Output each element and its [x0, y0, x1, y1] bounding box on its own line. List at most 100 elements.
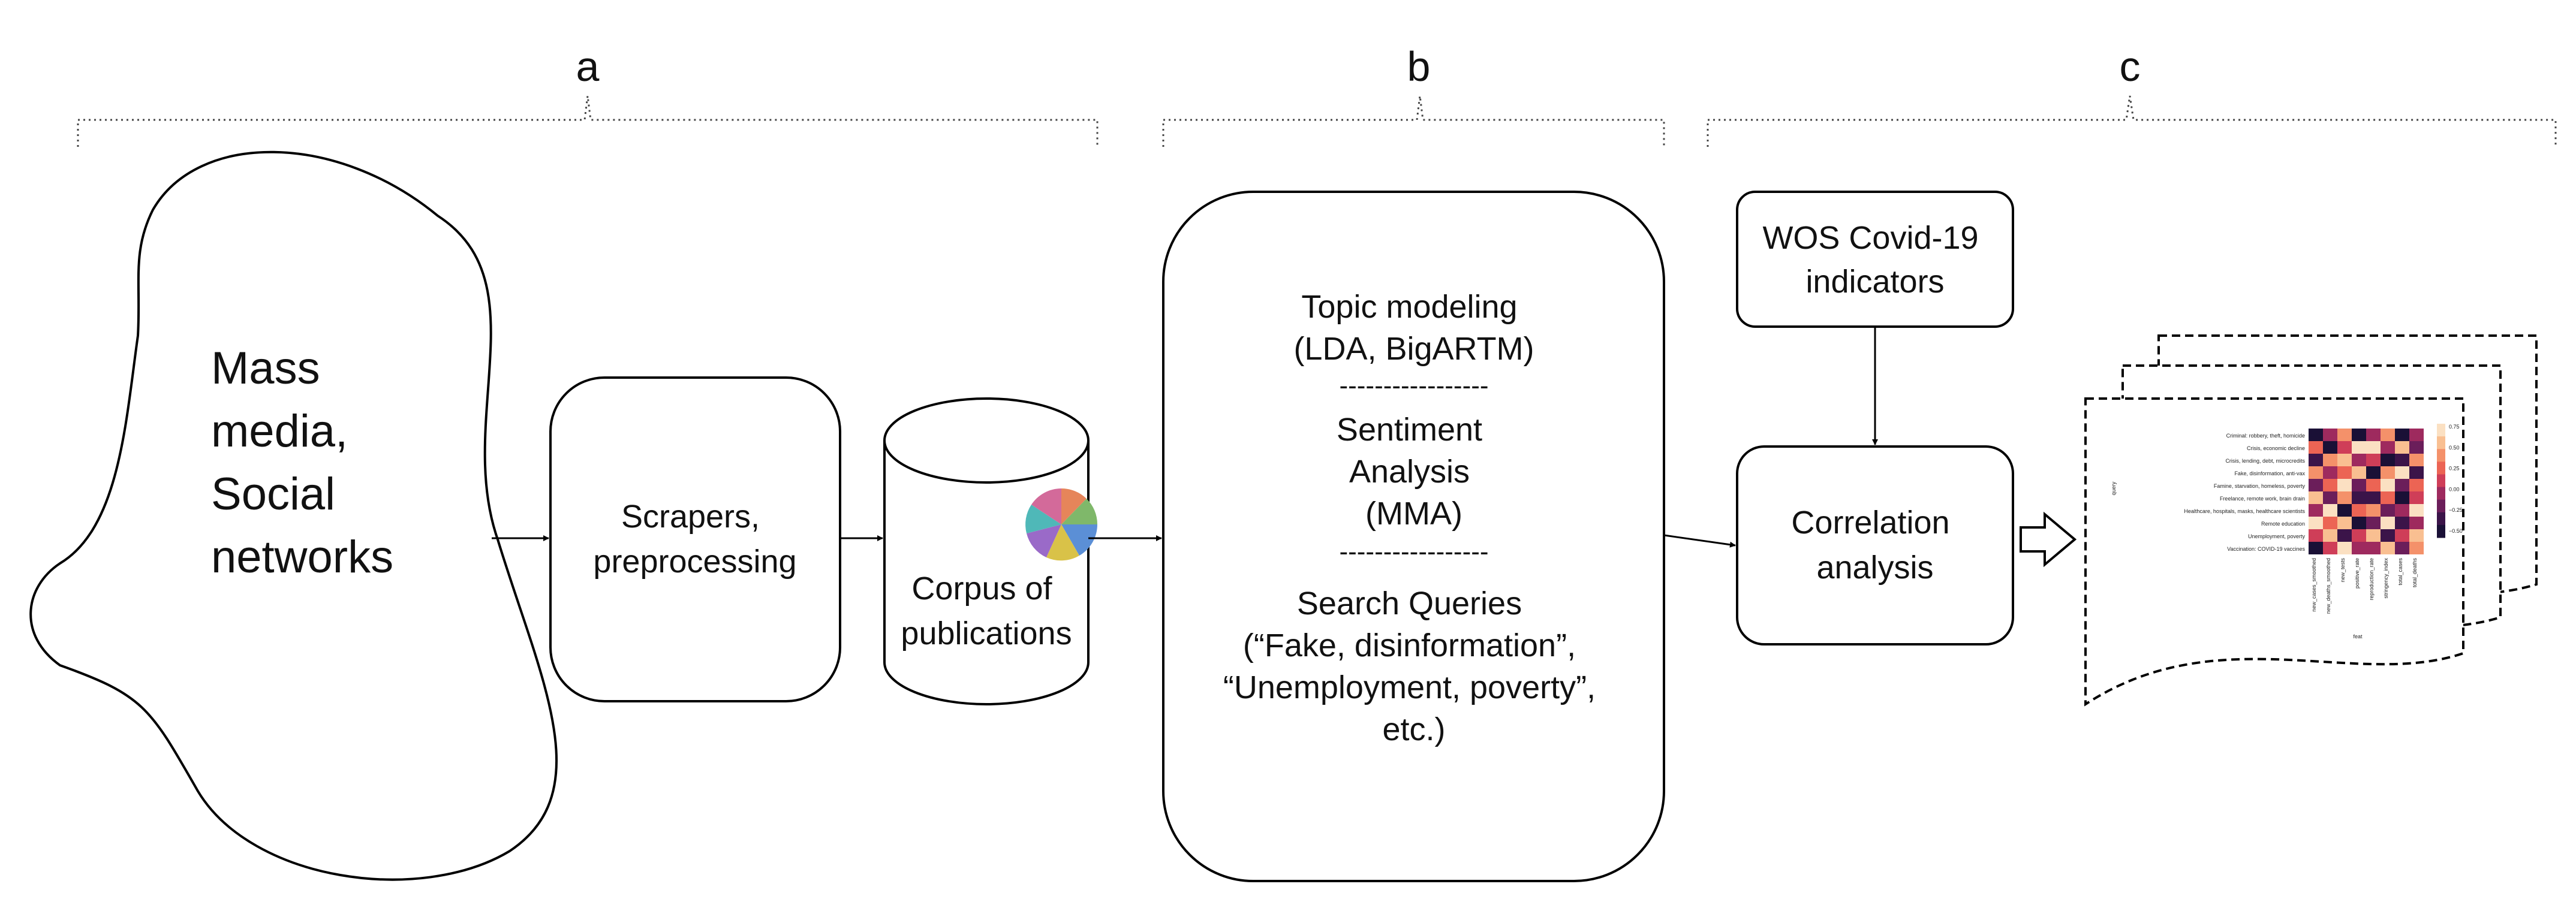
brace-c — [1707, 95, 2557, 147]
heatmap-colorbar-tick: 0.50 — [2449, 445, 2460, 451]
output-hollow-arrow — [2020, 511, 2077, 568]
heatmap-col-label: new_deaths_smoothed — [2325, 558, 2331, 614]
heatmap-cell — [2409, 429, 2424, 441]
heatmap-row-label: Criminal: robbery, theft, homicide — [2226, 433, 2305, 439]
heatmap-cell — [2366, 491, 2381, 504]
scrapers-label: Scrapers, preprocessing — [593, 499, 796, 580]
heatmap-cell — [2366, 529, 2381, 542]
heatmap-row-label: Fake, disinformation, anti-vax — [2234, 470, 2305, 476]
heatmap-cell — [2309, 542, 2323, 554]
heatmap-cell — [2309, 454, 2323, 466]
heatmap-cell — [2309, 479, 2323, 491]
heatmap-cell — [2366, 454, 2381, 466]
heatmap-cell — [2395, 454, 2409, 466]
heatmap-cell — [2395, 517, 2409, 529]
heatmap-cell — [2337, 466, 2352, 479]
heatmap-cell — [2395, 491, 2409, 504]
heatmap-cell — [2381, 491, 2395, 504]
heatmap-colorbar-tick: −0.25 — [2449, 507, 2463, 513]
heatmap-cell — [2409, 454, 2424, 466]
heatmap-cell — [2395, 466, 2409, 479]
heatmap-cell — [2323, 504, 2337, 517]
heatmap-cell — [2409, 466, 2424, 479]
heatmap-cell — [2323, 454, 2337, 466]
heatmap-cell — [2337, 529, 2352, 542]
heatmap-colorbar-tick: 0.75 — [2449, 424, 2460, 430]
heatmap-colorbar-tick: −0.50 — [2449, 528, 2463, 534]
heatmap-col-label: total_cases — [2397, 558, 2403, 586]
wos-label: WOS Covid-19 indicators — [1762, 220, 1987, 300]
heatmap-cell — [2352, 466, 2366, 479]
heatmap-xlabel: feat — [2353, 634, 2363, 639]
heatmap-cell — [2352, 517, 2366, 529]
heatmap-col-label: new_tests — [2340, 558, 2346, 583]
heatmap-cell — [2309, 441, 2323, 454]
heatmap-cell — [2366, 542, 2381, 554]
heatmap-cell — [2366, 441, 2381, 454]
heatmap-row-label: Remote education — [2261, 521, 2305, 527]
heatmap-colorbar-segment — [2437, 474, 2445, 488]
heatmap-cell — [2352, 429, 2366, 441]
heatmap-cell — [2352, 504, 2366, 517]
heatmap-cell — [2352, 479, 2366, 491]
mass-media-label: Mass media, Social networks — [211, 343, 393, 583]
heatmap-colorbar-segment — [2437, 499, 2445, 513]
heatmap-cell — [2409, 491, 2424, 504]
corpus-pie-thumbnail — [1025, 488, 1098, 561]
corpus-label: Corpus of publications — [901, 571, 1072, 651]
heatmap-cell — [2381, 529, 2395, 542]
topic-modeling-label: Topic modeling (LDA, BigARTM) — [1293, 289, 1534, 367]
scrapers-box — [549, 376, 841, 702]
heatmap-row-label: Crisis, economic decline — [2247, 445, 2305, 451]
section-label-a: a — [576, 43, 600, 90]
heatmap-row-label: Freelance, remote work, brain drain — [2220, 496, 2305, 502]
heatmap-row-label: Crisis, lending, debt, microcredits — [2225, 458, 2305, 464]
heatmap-cell — [2395, 542, 2409, 554]
heatmap-col-label: stringency_index — [2383, 558, 2389, 599]
heatmap-cell — [2337, 504, 2352, 517]
heatmap-cell — [2323, 479, 2337, 491]
heatmap-cell — [2409, 479, 2424, 491]
brace-b — [1162, 95, 1665, 147]
heatmap-cell — [2381, 479, 2395, 491]
heatmap-cell — [2395, 504, 2409, 517]
heatmap-colorbar-segment — [2437, 461, 2445, 475]
heatmap-cell — [2337, 491, 2352, 504]
heatmap-cell — [2366, 466, 2381, 479]
heatmap-cell — [2381, 517, 2395, 529]
heatmap-col-label: reproduction_rate — [2369, 558, 2375, 601]
heatmap-cell — [2323, 491, 2337, 504]
heatmap-colorbar-segment — [2437, 436, 2445, 450]
heatmap-cell — [2352, 491, 2366, 504]
wos-box — [1736, 191, 2014, 328]
heatmap-cell — [2337, 542, 2352, 554]
correlation-box — [1736, 445, 2014, 645]
section-label-c: c — [2120, 43, 2141, 90]
heatmap-colorbar-segment — [2437, 487, 2445, 500]
heatmap-cell — [2366, 504, 2381, 517]
heatmap-colorbar-tick: 0.00 — [2449, 486, 2460, 492]
heatmap-cell — [2309, 529, 2323, 542]
heatmap-cell — [2381, 542, 2395, 554]
heatmap-cell — [2395, 529, 2409, 542]
heatmap-cell — [2381, 454, 2395, 466]
heatmap-cell — [2323, 466, 2337, 479]
heatmap-cell — [2366, 429, 2381, 441]
heatmap-row-label: Healthcare, hospitals, masks, healthcare… — [2184, 508, 2305, 514]
heatmap-cell — [2366, 517, 2381, 529]
heatmap-cell — [2337, 517, 2352, 529]
heatmap-cell — [2309, 517, 2323, 529]
heatmap-cell — [2337, 441, 2352, 454]
section-label-b: b — [1407, 43, 1431, 90]
heatmap-cell — [2309, 504, 2323, 517]
correlation-label: Correlation analysis — [1791, 505, 1958, 586]
analysis-divider-1: ----------------- — [1339, 371, 1488, 400]
heatmap-cell — [2337, 479, 2352, 491]
heatmap-cell — [2395, 429, 2409, 441]
heatmap-cell — [2323, 441, 2337, 454]
heatmap-cell — [2395, 479, 2409, 491]
heatmap-colorbar-segment — [2437, 424, 2445, 437]
heatmap-colorbar-segment — [2437, 512, 2445, 526]
arrow-analysis-to-correlation — [1663, 534, 1736, 548]
heatmap-cell — [2323, 517, 2337, 529]
